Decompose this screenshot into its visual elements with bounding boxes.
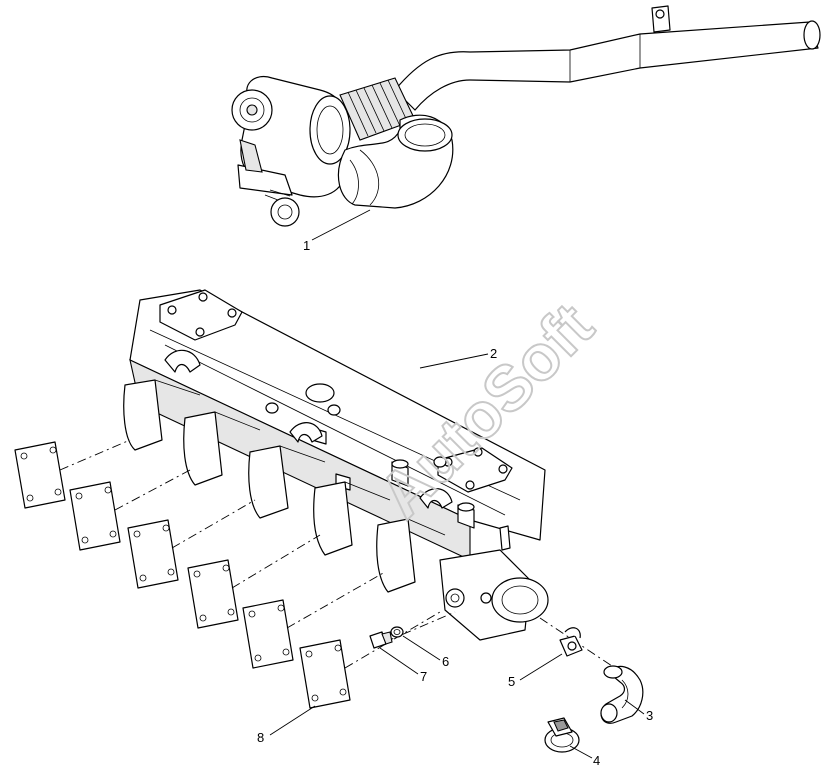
gasket-1 <box>14 441 66 509</box>
leader-8 <box>269 705 316 736</box>
sealing-washer <box>390 626 404 638</box>
callout-5: 5 <box>508 674 515 689</box>
leader-2 <box>419 353 489 369</box>
leader-3 <box>624 699 645 715</box>
turbocharger-assembly <box>231 5 821 227</box>
leader-7 <box>379 647 419 675</box>
callout-4: 4 <box>593 753 600 768</box>
callout-2: 2 <box>490 346 497 361</box>
gasket-set <box>14 441 351 709</box>
hose-clamp-large <box>544 717 580 753</box>
gasket-3 <box>127 519 179 589</box>
hose-clamp-small <box>559 627 583 657</box>
leader-6 <box>402 635 441 661</box>
leader-4 <box>569 745 593 759</box>
gasket-2 <box>69 481 121 551</box>
plug-bolt <box>369 631 393 649</box>
callout-7: 7 <box>420 669 427 684</box>
callout-6: 6 <box>442 654 449 669</box>
exhaust-manifold <box>123 289 549 641</box>
callout-1: 1 <box>303 238 310 253</box>
gasket-4 <box>187 559 239 629</box>
leader-1 <box>311 209 371 241</box>
elbow-hose <box>600 665 644 724</box>
callout-8: 8 <box>257 730 264 745</box>
leader-5 <box>519 653 563 681</box>
gasket-5 <box>242 599 294 669</box>
gasket-6 <box>299 639 351 709</box>
callout-3: 3 <box>646 708 653 723</box>
